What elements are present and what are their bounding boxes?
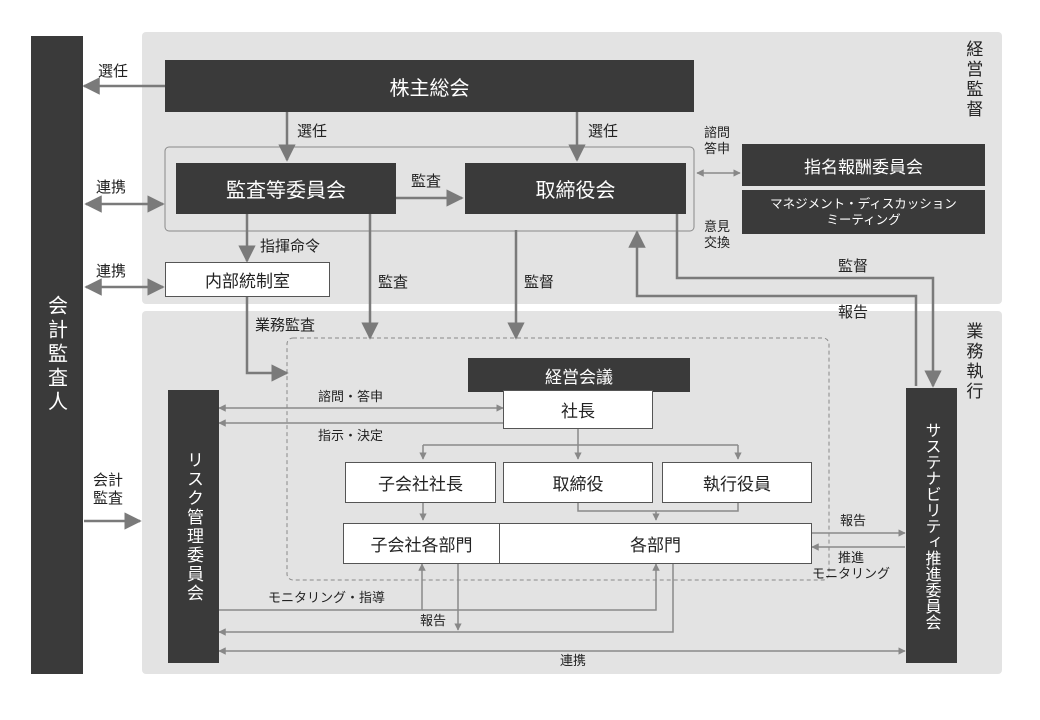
label-command: 指揮命令 bbox=[260, 237, 321, 255]
subsidiary-president-label: 子会社社長 bbox=[378, 475, 463, 495]
accounting-auditor-label: 会計監査人 bbox=[44, 295, 69, 415]
label-promote-monitor: 推進 モニタリング bbox=[812, 551, 891, 582]
shareholders-meeting: 株主総会 bbox=[165, 60, 694, 112]
subsidiary-departments-label: 子会社各部門 bbox=[370, 536, 473, 556]
risk-management-committee: リスク管理委員会 bbox=[168, 390, 219, 663]
shareholders-meeting-label: 株主総会 bbox=[389, 75, 470, 100]
label-coop-internal: 連携 bbox=[96, 262, 127, 280]
nomination-committee: 指名報酬委員会 bbox=[742, 144, 985, 186]
label-report-risk: 報告 bbox=[420, 614, 447, 629]
label-supervise-sustain: 監督 bbox=[838, 257, 869, 275]
subsidiary-president: 子会社社長 bbox=[345, 462, 496, 503]
president: 社長 bbox=[503, 390, 653, 429]
president-label: 社長 bbox=[561, 402, 595, 422]
internal-control-office: 内部統制室 bbox=[165, 262, 330, 297]
label-monitor-guide: モニタリング・指導 bbox=[268, 591, 386, 606]
board-of-directors-label: 取締役会 bbox=[535, 178, 616, 202]
nomination-committee-label: 指名報酬委員会 bbox=[804, 157, 923, 178]
label-elect-auditor: 選任 bbox=[98, 62, 129, 80]
label-elect-board: 選任 bbox=[588, 122, 619, 140]
directors: 取締役 bbox=[503, 462, 653, 503]
departments: 各部門 bbox=[499, 523, 812, 564]
board-of-directors: 取締役会 bbox=[465, 163, 686, 214]
label-supervise-exec: 監督 bbox=[524, 273, 555, 291]
label-coop-audit: 連携 bbox=[96, 178, 127, 196]
departments-label: 各部門 bbox=[630, 536, 681, 556]
label-inquiry-answer: 諮問 答申 bbox=[704, 126, 731, 157]
management-meeting: 経営会議 bbox=[468, 358, 690, 392]
label-report-sustain: 報告 bbox=[838, 303, 869, 321]
label-inquiry-answer-risk: 諮問・答申 bbox=[318, 390, 384, 405]
executive-officers-label: 執行役員 bbox=[703, 475, 771, 495]
audit-committee: 監査等委員会 bbox=[176, 163, 396, 214]
accounting-auditor: 会計監査人 bbox=[31, 36, 83, 674]
sustainability-committee: サステナビリティ推進委員会 bbox=[906, 388, 957, 663]
label-audit-board: 監査 bbox=[411, 172, 442, 190]
executive-officers: 執行役員 bbox=[662, 462, 812, 503]
label-opinion-exchange: 意見 交換 bbox=[704, 220, 731, 251]
directors-label: 取締役 bbox=[552, 475, 604, 495]
sustainability-committee-label: サステナビリティ推進委員会 bbox=[922, 421, 942, 630]
risk-management-committee-label: リスク管理委員会 bbox=[183, 450, 203, 603]
label-business-audit: 業務監査 bbox=[255, 316, 316, 334]
execution-label: 業務執行 bbox=[962, 322, 983, 402]
label-audit-exec: 監査 bbox=[378, 273, 409, 291]
management-meeting-label: 経営会議 bbox=[545, 367, 613, 388]
management-discussion: マネジメント・ディスカッション ミーティング bbox=[742, 190, 985, 234]
label-elect-audit-committee: 選任 bbox=[297, 122, 328, 140]
label-coop-bottom: 連携 bbox=[560, 654, 587, 669]
label-instruction-decision: 指示・決定 bbox=[318, 429, 384, 444]
subsidiary-departments: 子会社各部門 bbox=[343, 523, 500, 564]
label-accounting-audit: 会計 監査 bbox=[93, 471, 124, 507]
internal-control-office-label: 内部統制室 bbox=[205, 272, 290, 292]
management-discussion-label: マネジメント・ディスカッション ミーティング bbox=[770, 195, 957, 227]
governance-label: 経営監督 bbox=[962, 40, 983, 120]
label-report-to-sustain: 報告 bbox=[840, 514, 867, 529]
audit-committee-label: 監査等委員会 bbox=[226, 178, 346, 202]
